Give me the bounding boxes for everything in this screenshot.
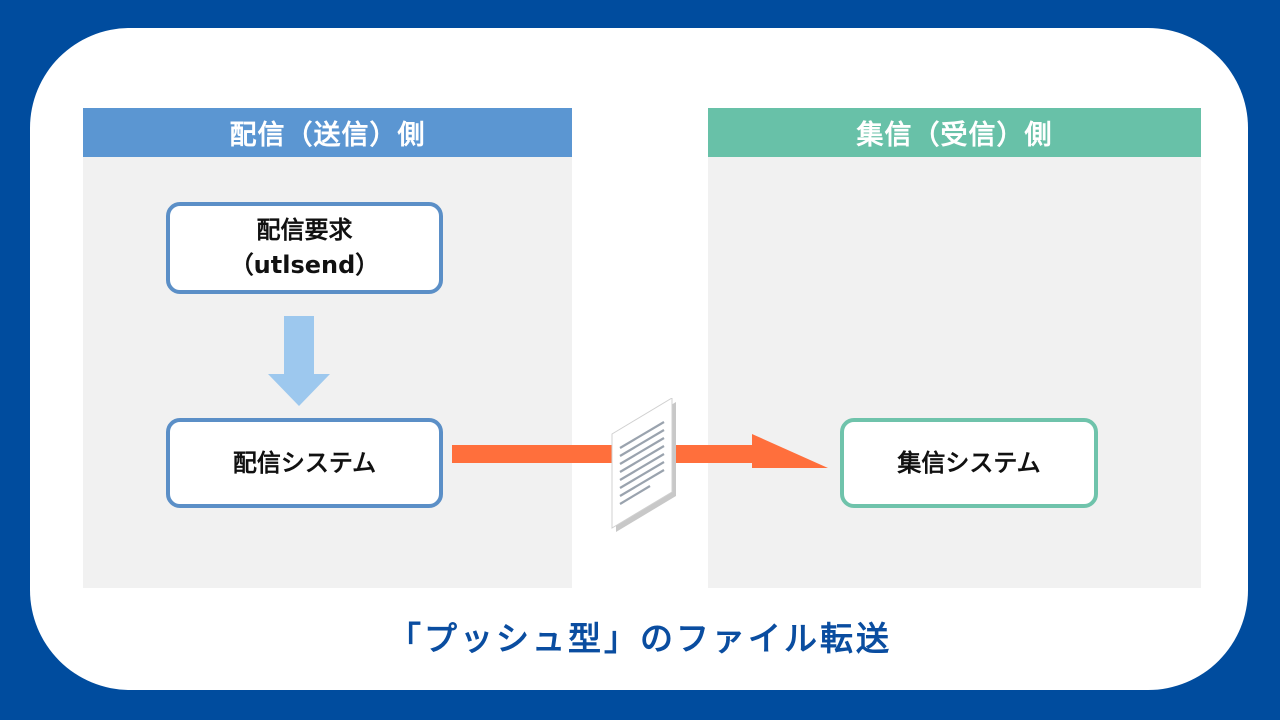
collection-system-label: 集信システム	[897, 448, 1041, 477]
collection-system-box: 集信システム	[840, 418, 1098, 508]
receiver-panel: 集信（受信）側	[708, 108, 1201, 588]
distribution-system-box: 配信システム	[166, 418, 443, 508]
sender-header: 配信（送信）側	[83, 108, 572, 157]
down-arrow-icon	[268, 316, 330, 406]
request-command: （utlsend）	[229, 251, 380, 279]
distribution-request-box: 配信要求 （utlsend）	[166, 202, 443, 294]
request-label: 配信要求	[256, 216, 353, 245]
diagram-caption: 「プッシュ型」のファイル転送	[388, 619, 892, 658]
receiver-header: 集信（受信）側	[708, 108, 1201, 157]
sender-panel: 配信（送信）側	[83, 108, 572, 588]
right-arrow-icon	[452, 434, 828, 468]
document-icon	[611, 398, 676, 532]
distribution-system-label: 配信システム	[232, 448, 377, 477]
